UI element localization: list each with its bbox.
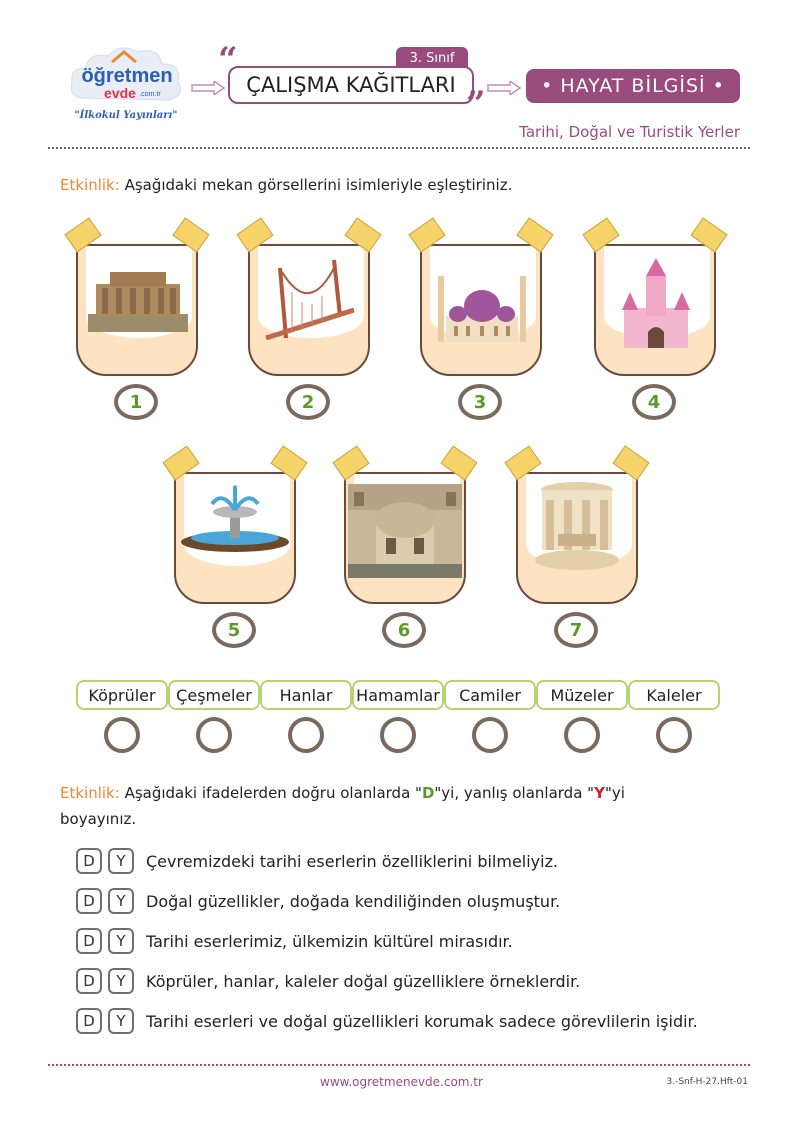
true-option[interactable]: D xyxy=(76,848,102,874)
statement-text: Çevremizdeki tarihi eserlerin özellikler… xyxy=(146,851,559,871)
false-option[interactable]: Y xyxy=(108,888,134,914)
false-option[interactable]: Y xyxy=(108,1008,134,1034)
name-tag: Köprüler xyxy=(76,680,168,710)
activity-1-instruction: Etkinlik: Aşağıdaki mekan görsellerini i… xyxy=(60,176,513,194)
footer-url[interactable]: www.ogretmenevde.com.tr xyxy=(320,1075,483,1089)
name-tag: Hamamlar xyxy=(352,680,444,710)
true-false-row: D Y Köprüler, hanlar, kaleler doğal güze… xyxy=(76,968,580,994)
true-false-row: D Y Çevremizdeki tarihi eserlerin özelli… xyxy=(76,848,558,874)
bathhouse-icon xyxy=(535,482,619,570)
name-tag: Hanlar xyxy=(260,680,352,710)
answer-circle[interactable] xyxy=(656,717,692,753)
publisher-logo: öğretmen evde .com.tr "İlkokul Yayınları… xyxy=(62,38,192,130)
true-option[interactable]: D xyxy=(76,1008,102,1034)
castle-icon xyxy=(622,258,690,348)
footer-code: 3.-Snf-H-27.Hft-01 xyxy=(666,1077,748,1087)
museum-icon xyxy=(88,272,188,332)
card-number: 4 xyxy=(632,384,676,420)
card-number: 2 xyxy=(286,384,330,420)
false-option[interactable]: Y xyxy=(108,928,134,954)
statement-text: Tarihi eserlerimiz, ülkemizin kültürel m… xyxy=(146,931,513,951)
subject-badge: • HAYAT BİLGİSİ • xyxy=(526,69,740,103)
logo-text-2: evde xyxy=(104,85,136,101)
card-number: 3 xyxy=(458,384,502,420)
card-number: 5 xyxy=(212,612,256,648)
true-false-row: D Y Tarihi eserleri ve doğal güzellikler… xyxy=(76,1008,698,1034)
card-number: 1 xyxy=(114,384,158,420)
footer-divider xyxy=(48,1064,750,1066)
name-tag: Camiler xyxy=(444,680,536,710)
true-option[interactable]: D xyxy=(76,928,102,954)
logo-tagline: "İlkokul Yayınları" xyxy=(74,108,177,121)
statement-text: Köprüler, hanlar, kaleler doğal güzellik… xyxy=(146,971,581,991)
card-number: 7 xyxy=(554,612,598,648)
activity-2-instruction: Etkinlik: Aşağıdaki ifadelerden doğru ol… xyxy=(60,784,625,828)
statement-text: Doğal güzellikler, doğada kendiliğinden … xyxy=(146,891,561,911)
header-divider xyxy=(48,147,750,149)
name-tag: Müzeler xyxy=(536,680,628,710)
arrow-right-icon xyxy=(486,79,522,99)
statement-text: Tarihi eserleri ve doğal güzellikleri ko… xyxy=(146,1011,698,1031)
arrow-right-icon xyxy=(190,79,226,99)
name-tag: Çeşmeler xyxy=(168,680,260,710)
false-option[interactable]: Y xyxy=(108,848,134,874)
answer-circle[interactable] xyxy=(196,717,232,753)
mosque-icon xyxy=(438,276,526,342)
true-option[interactable]: D xyxy=(76,968,102,994)
answer-circle[interactable] xyxy=(104,717,140,753)
name-tag: Kaleler xyxy=(628,680,720,710)
card-number: 6 xyxy=(382,612,426,648)
true-false-row: D Y Tarihi eserlerimiz, ülkemizin kültür… xyxy=(76,928,513,954)
worksheet-title: ÇALIŞMA KAĞITLARI xyxy=(228,66,474,104)
logo-domain: .com.tr xyxy=(139,91,161,98)
inn-icon xyxy=(348,484,462,578)
answer-circle[interactable] xyxy=(380,717,416,753)
close-quote-icon: ” xyxy=(466,84,486,124)
logo-text-1: öğretmen xyxy=(81,65,172,87)
answer-circle[interactable] xyxy=(472,717,508,753)
topic-title: Tarihi, Doğal ve Turistik Yerler xyxy=(519,123,740,141)
false-option[interactable]: Y xyxy=(108,968,134,994)
fountain-icon xyxy=(181,485,289,552)
answer-circle[interactable] xyxy=(564,717,600,753)
bridge-icon xyxy=(265,259,355,341)
answer-circle[interactable] xyxy=(288,717,324,753)
grade-tag: 3. Sınıf xyxy=(396,47,468,69)
true-option[interactable]: D xyxy=(76,888,102,914)
true-false-row: D Y Doğal güzellikler, doğada kendiliğin… xyxy=(76,888,560,914)
